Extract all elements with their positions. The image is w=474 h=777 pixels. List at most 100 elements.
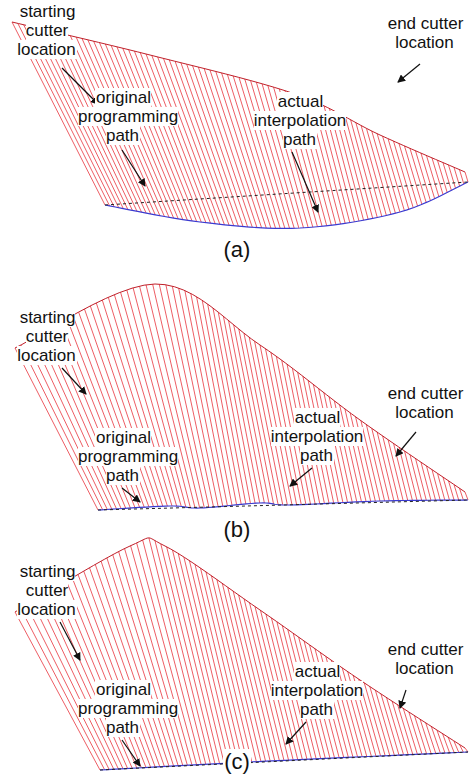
tool-axis-line [216, 71, 266, 228]
tool-axis-line [195, 564, 243, 762]
tool-axis-line [340, 405, 362, 502]
tool-axis-line [227, 74, 275, 228]
tool-axis-line [392, 701, 408, 755]
callout-label: original programming path [78, 428, 168, 485]
label-text: original programming path [78, 88, 178, 145]
leader-arrow [62, 68, 98, 104]
tool-axis-line [146, 54, 211, 223]
tool-axis-line [398, 705, 413, 755]
tool-axis-line [140, 53, 206, 223]
tool-axis-line [345, 409, 366, 502]
tool-axis-line [201, 568, 248, 762]
tool-axis-line [437, 160, 447, 192]
interpolation-path [98, 500, 468, 510]
callout-label: end cutter location [380, 640, 470, 678]
label-text: (a) [223, 237, 252, 262]
tool-axis-line [173, 550, 225, 763]
tool-axis-line [198, 67, 252, 227]
tool-axis-line [184, 557, 233, 763]
label-text: end cutter location [387, 14, 464, 52]
leader-arrow [290, 468, 312, 486]
tool-axis-line [152, 55, 215, 223]
label-text: actual interpolation path [254, 92, 347, 149]
label-text: actual interpolation path [271, 408, 364, 465]
leader-arrow [122, 488, 140, 502]
tool-axis-line [167, 547, 220, 764]
label-text: original programming path [78, 680, 178, 737]
tool-axis-line [228, 587, 270, 761]
programming-path [105, 182, 468, 205]
tool-axis-line [383, 136, 405, 211]
tool-axis-line [193, 66, 248, 227]
tool-axis-line [366, 128, 390, 214]
tool-axis-line [239, 329, 274, 504]
tool-axis-line [217, 580, 261, 762]
callout-label: end cutter location [380, 14, 470, 52]
tool-axis-line [459, 170, 463, 184]
leader-arrow [60, 622, 80, 660]
tool-axis-line [260, 345, 292, 505]
tool-axis-line [377, 134, 400, 212]
leader-arrow [400, 690, 406, 708]
tool-axis-line [465, 172, 468, 182]
tool-axis-line [189, 561, 238, 763]
tool-axis-line [21, 345, 103, 510]
leader-arrow [122, 150, 145, 186]
label-text: starting cutter location [17, 562, 77, 619]
tool-axis-line [375, 690, 394, 755]
tool-axis-line [443, 163, 451, 191]
label-text: actual interpolation path [271, 662, 364, 719]
label-text: end cutter location [387, 384, 464, 422]
leader-arrow [396, 432, 416, 456]
callout-label: actual interpolation path [245, 92, 355, 149]
tool-axis-line [206, 572, 252, 762]
tool-axis-line [178, 553, 229, 763]
tool-axis-line [426, 723, 436, 754]
tool-axis-line [381, 694, 399, 755]
tool-axis-line [222, 583, 265, 761]
tool-axis-line [239, 595, 280, 761]
tool-axis-line [233, 591, 275, 761]
top-edge [15, 538, 465, 748]
callout-label: actual interpolation path [262, 662, 372, 719]
tool-axis-line [158, 57, 220, 224]
tool-axis-line [15, 348, 98, 510]
tool-axis-line [394, 141, 414, 208]
label-text: starting cutter location [17, 2, 77, 59]
label-text: starting cutter location [17, 308, 77, 365]
leader-arrow [292, 152, 318, 212]
tool-axis-line [426, 155, 438, 196]
tool-axis-line [163, 58, 224, 224]
tool-axis-line [21, 609, 105, 770]
label-text: end cutter location [387, 640, 464, 678]
tool-axis-line [437, 730, 445, 753]
tool-axis-line [234, 325, 269, 503]
callout-label: starting cutter location [2, 2, 92, 59]
label-text: original programming path [78, 428, 178, 485]
tool-axis-line [159, 284, 209, 507]
tool-axis-line [210, 70, 262, 228]
callout-label: original programming path [78, 88, 168, 145]
panel-caption: (b) [200, 518, 274, 542]
callout-label: starting cutter location [2, 308, 92, 365]
top-edge [15, 284, 465, 492]
leader-arrow [286, 722, 306, 744]
interpolation-path [100, 752, 468, 770]
panel-caption: (c) [200, 750, 274, 774]
tool-axis-line [415, 151, 430, 201]
tool-axis-line [370, 687, 390, 756]
tool-axis-line [399, 144, 418, 207]
programming-path [100, 752, 468, 770]
interpolation-path [105, 182, 468, 228]
tool-axis-line [233, 76, 280, 228]
tool-axis-line [432, 158, 443, 195]
programming-path [98, 500, 468, 510]
panel-caption: (a) [200, 238, 274, 262]
leader-arrow [398, 64, 420, 82]
tool-axis-line [364, 683, 385, 756]
tool-axis-line [431, 726, 440, 753]
callout-label: starting cutter location [2, 562, 92, 619]
tool-axis-line [172, 286, 218, 506]
tool-axis-line [420, 719, 431, 753]
leader-arrow [122, 740, 140, 766]
